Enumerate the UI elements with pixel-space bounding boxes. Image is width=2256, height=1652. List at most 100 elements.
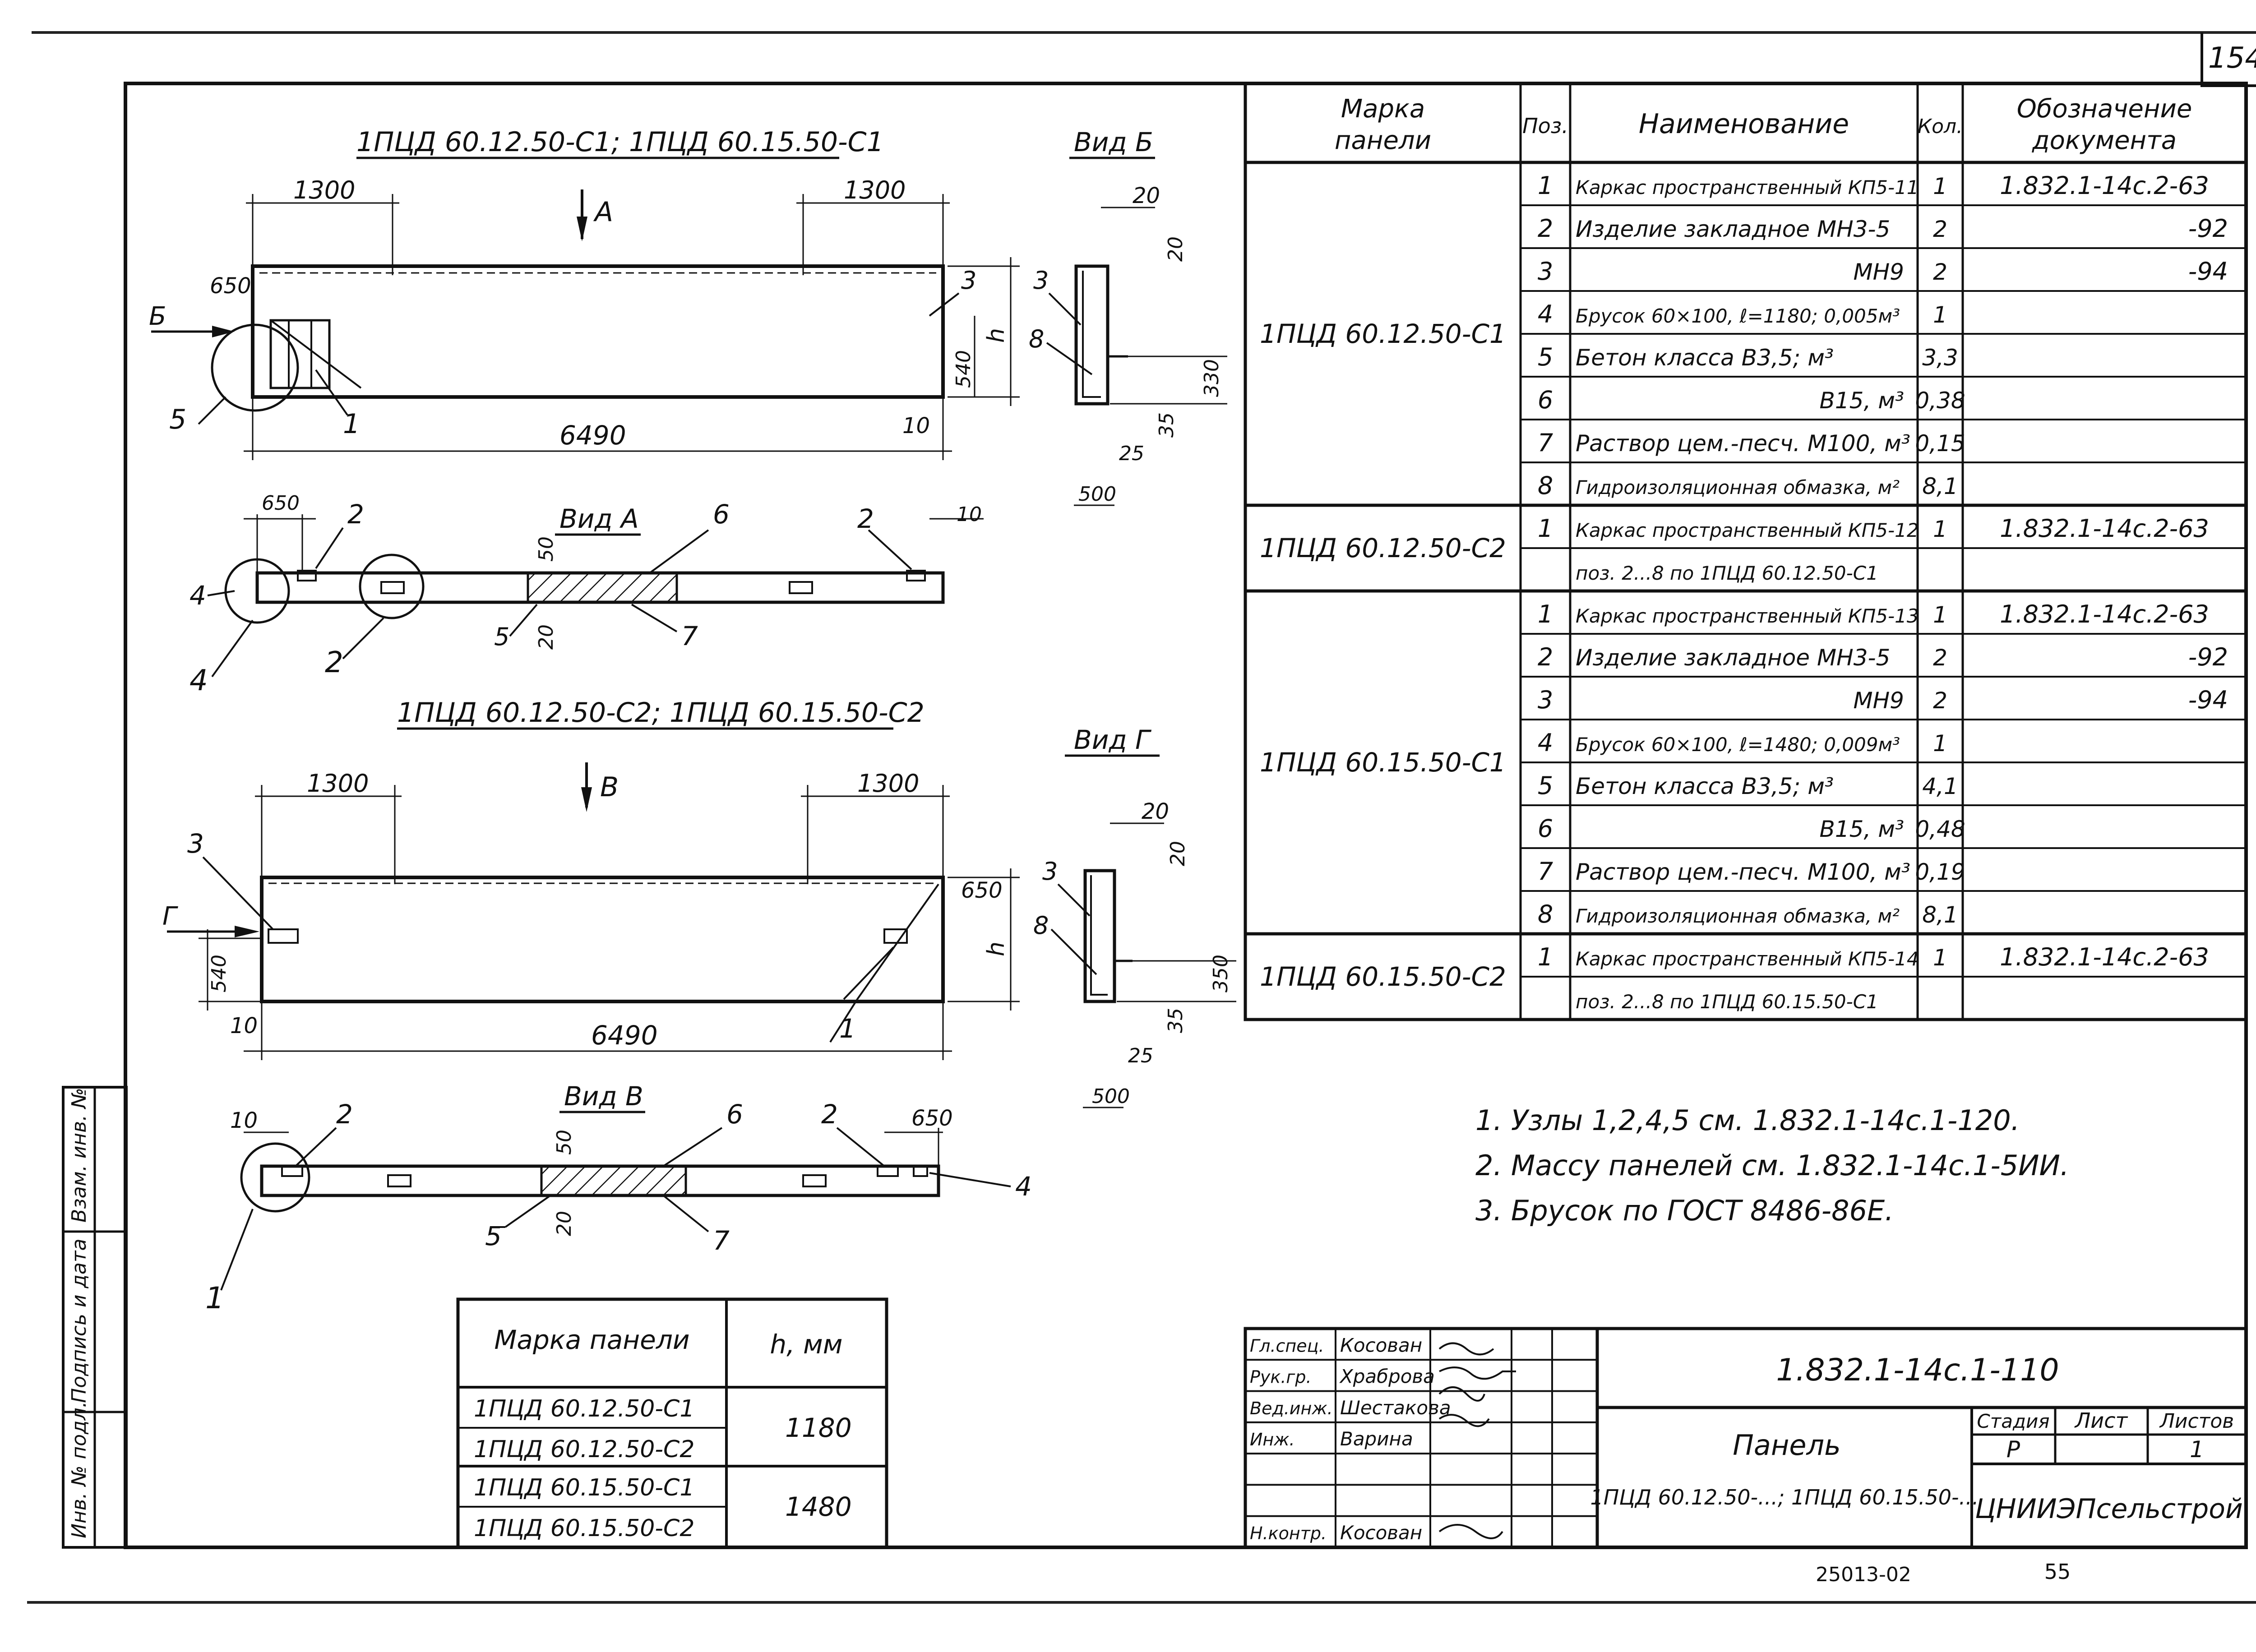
spec-group-mark-4: 1ПЦД 60.15.50-С2 — [1260, 961, 1506, 992]
side-view-b — [1074, 264, 1110, 406]
callout2-1b: 1 — [205, 1281, 224, 1315]
spec-g3-r2-pos: 2 — [1538, 643, 1553, 671]
product-marks: 1ПЦД 60.12.50-...; 1ПЦД 60.15.50-... — [1590, 1485, 1979, 1509]
spec-g3-r2-doc: -92 — [2188, 643, 2228, 671]
side1-20a: 20 — [1133, 183, 1160, 208]
callout1-4b: 4 — [190, 664, 208, 697]
side2-20b: 20 — [1166, 841, 1189, 866]
spec-g3-r6-qty: 0,48 — [1915, 816, 1965, 842]
node-5-circle — [211, 323, 299, 412]
spec-g1-r8-pos: 8 — [1538, 471, 1553, 500]
signature-name-7: Косован — [1340, 1522, 1422, 1544]
view-a-label: Вид А — [559, 503, 639, 534]
side2-callout-8: 8 — [1033, 911, 1049, 940]
dim1-6490: 6490 — [559, 420, 626, 451]
drawing-2: 1ПЦД 60.12.50-С2; 1ПЦД 60.15.50-С2 Вид Г… — [162, 697, 1236, 1315]
dim1-10: 10 — [902, 413, 930, 438]
spec-g1-r2-pos: 2 — [1538, 214, 1553, 243]
note-1: 1. Узлы 1,2,4,5 см. 1.832.1-14с.1-120. — [1475, 1104, 2020, 1137]
page-number: 154 — [2208, 42, 2256, 75]
h-table-row2-mark: 1ПЦД 60.12.50-С2 — [474, 1436, 694, 1463]
spec-g1-r1-doc: 1.832.1-14с.2-63 — [2000, 171, 2209, 200]
spec-g2-r1-pos: 1 — [1538, 514, 1553, 543]
left-stamp: Инв. № подл. Подпись и дата Взам. инв. № — [62, 1086, 128, 1549]
spec-group-mark-3: 1ПЦД 60.15.50-С1 — [1260, 747, 1506, 778]
spec-g2-r1-qty: 1 — [1933, 516, 1947, 542]
spec-g3-r3-doc: -94 — [2188, 686, 2228, 714]
h-table-value-1480: 1480 — [785, 1491, 852, 1522]
drawing1-title: 1ПЦД 60.12.50-С1; 1ПЦД 60.15.50-С1 — [356, 126, 884, 158]
sheets-header: Листов — [2159, 1410, 2234, 1433]
dim2-20: 20 — [553, 1211, 576, 1236]
view-v-label: Вид В — [564, 1081, 643, 1112]
stamp-inv-no: Инв. № подл. — [68, 1401, 91, 1538]
page-number-box — [2201, 32, 2256, 87]
spec-g3-r7-name: Раствор цем.-песч. М100, м³ — [1576, 859, 1910, 885]
spec-g3-r5-name: Бетон класса В3,5; м³ — [1576, 773, 1834, 799]
spec-g1-r7-name: Раствор цем.-песч. М100, м³ — [1576, 430, 1910, 457]
spec-g3-r2-qty: 2 — [1933, 645, 1947, 671]
spec-g3-r4-name: Брусок 60×100, ℓ=1480; 0,009м³ — [1576, 734, 1900, 756]
h-table-header-mark: Марка панели — [494, 1324, 689, 1355]
h-table-value-1180: 1180 — [785, 1412, 852, 1443]
h-table: Марка панели h, мм 1ПЦД 60.12.50-С1 1ПЦД… — [456, 1297, 888, 1549]
spec-g1-r2-doc: -92 — [2188, 214, 2228, 243]
spec-g3-r8-pos: 8 — [1538, 900, 1553, 928]
note-3: 3. Брусок по ГОСТ 8486-86Е. — [1475, 1194, 1894, 1227]
callout2-3: 3 — [187, 828, 204, 859]
dim1-650: 650 — [210, 273, 251, 299]
spec-g4-r1-name: Каркас пространственный КП5-14 — [1576, 948, 1919, 970]
spec-g1-r5-pos: 5 — [1538, 343, 1553, 371]
arrow-v-label: В — [600, 771, 619, 803]
spec-g3-r3-name: МН9 — [1853, 688, 1904, 714]
sheet-header: Лист — [2074, 1408, 2128, 1433]
side1-20b: 20 — [1164, 236, 1187, 262]
spec-g1-r7-pos: 7 — [1538, 429, 1553, 457]
spec-g1-r3-qty: 2 — [1933, 259, 1947, 285]
archive-code: 25013-02 — [1816, 1563, 1911, 1586]
spec-g1-r2-qty: 2 — [1933, 216, 1947, 242]
panel-elevation-2 — [260, 876, 945, 1003]
callout2-2a: 2 — [336, 1099, 353, 1130]
spec-g3-r2-name: Изделие закладное МН3-5 — [1576, 645, 1890, 671]
stamp-signature-date: Подпись и дата — [68, 1239, 91, 1403]
dim1-50: 50 — [535, 536, 558, 562]
side1-25: 25 — [1119, 442, 1144, 465]
dim2-1300-left: 1300 — [307, 769, 369, 798]
node-2-circle — [359, 554, 425, 619]
spec-header-pos: Поз. — [1522, 114, 1568, 138]
dim2-10: 10 — [230, 1013, 258, 1038]
hatched-section-1 — [527, 572, 678, 604]
spec-g2-r1-doc: 1.832.1-14с.2-63 — [2000, 514, 2209, 543]
dim2-6490: 6490 — [591, 1020, 658, 1051]
product-name: Панель — [1733, 1429, 1840, 1462]
spec-g3-r5-qty: 4,1 — [1922, 773, 1958, 799]
signature-role-3: Вед.инж. — [1250, 1398, 1333, 1418]
callout1-7: 7 — [681, 621, 698, 651]
callout2-7: 7 — [713, 1225, 730, 1256]
side2-25: 25 — [1128, 1044, 1153, 1067]
callout2-2b: 2 — [821, 1099, 838, 1130]
spec-g3-r6-pos: 6 — [1538, 814, 1553, 843]
stamp-replacement-inv: Взам. инв. № — [68, 1088, 91, 1223]
spec-g4-r1-qty: 1 — [1933, 945, 1947, 971]
page-ref: 55 — [2044, 1560, 2071, 1584]
spec-g1-r3-doc: -94 — [2188, 257, 2228, 286]
signature-role-2: Рук.гр. — [1250, 1367, 1312, 1387]
callout1-b: Б — [149, 302, 166, 331]
spec-g3-r6-name: В15, м³ — [1820, 816, 1904, 842]
dim2-h: h — [983, 941, 1010, 956]
stage-value: Р — [2006, 1436, 2020, 1463]
side2-500: 500 — [1092, 1085, 1130, 1108]
spec-g1-r6-pos: 6 — [1538, 386, 1553, 414]
spec-g1-r4-qty: 1 — [1933, 302, 1947, 328]
spec-header-qty: Кол. — [1918, 115, 1963, 138]
spec-g3-r3-qty: 2 — [1933, 688, 1947, 714]
callout2-4: 4 — [1015, 1171, 1032, 1202]
panel-elevation-1 — [251, 264, 945, 399]
spec-g2-r1-name: Каркас пространственный КП5-12 — [1576, 519, 1919, 541]
dim1-h: h — [983, 328, 1010, 343]
callout1-6: 6 — [713, 499, 730, 530]
